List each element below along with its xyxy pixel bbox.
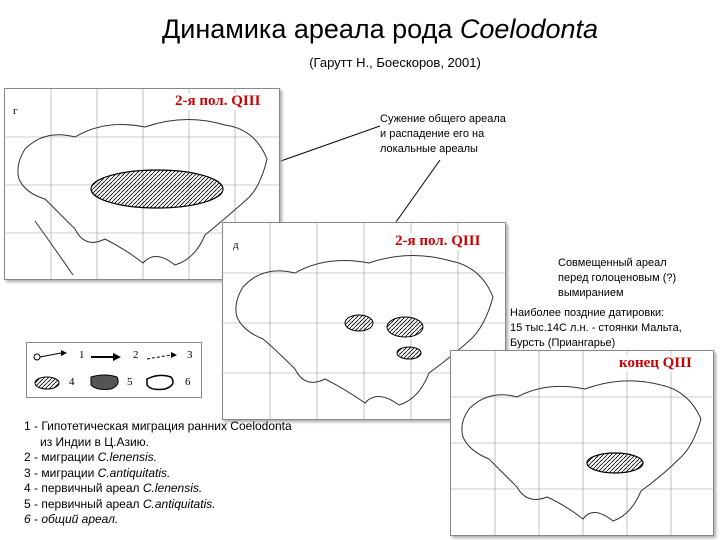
legend-item-1: 1 - Гипотетическая миграция ранних Coelo… xyxy=(24,419,292,433)
legend-item-4: 4 - первичный ареал C.lenensis. xyxy=(24,481,203,495)
legend-item-6: 6 - общий ареал. xyxy=(24,512,119,526)
legend-item-3: 3 - миграции C.antiquitatis. xyxy=(24,465,171,480)
legend-number-4: 4 xyxy=(69,376,75,388)
page-subtitle: (Гарутт Н., Боескоров, 2001) xyxy=(309,55,481,70)
legend-number-5: 5 xyxy=(127,376,133,388)
legend-item-1-cont: из Индии в Ц.Азию. xyxy=(40,434,149,449)
legend-symbol-3 xyxy=(146,352,177,360)
legend-symbol-5 xyxy=(90,374,119,390)
map-3-drawing xyxy=(451,351,713,535)
legend-symbol-6 xyxy=(146,374,174,391)
legend-number-1: 1 xyxy=(79,349,85,361)
map-3-label: конец QIII xyxy=(617,355,694,372)
legend-item-2: 2 - миграции C.lenensis. xyxy=(24,450,158,464)
legend-symbols: 1 2 3 4 5 6 xyxy=(26,342,202,398)
map-2-letter: д xyxy=(233,239,239,251)
note-dating: Наиболее поздние датировки:15 тыс.14С л.… xyxy=(510,307,682,349)
legend-number-6: 6 xyxy=(185,376,191,388)
legend-symbol-4 xyxy=(34,376,60,390)
legend-list: 1 - Гипотетическая миграция ранних Coelo… xyxy=(24,419,292,528)
legend-symbol-2 xyxy=(91,353,121,361)
legend-number-3: 3 xyxy=(187,349,193,361)
legend-symbol-drawing xyxy=(33,350,177,391)
map-1-letter: г xyxy=(13,105,18,117)
map-1-label: 2-я пол. QIII xyxy=(173,93,263,110)
legend-symbol-1 xyxy=(33,350,67,361)
page-title: Динамика ареала рода Coelodonta xyxy=(161,14,599,44)
map-3: конец QIII xyxy=(450,350,714,536)
map-2-label: 2-я пол. QIII xyxy=(393,233,483,250)
legend-number-2: 2 xyxy=(133,349,139,361)
legend-item-5: 5 - первичный ареал C.antiquitatis. xyxy=(24,496,216,511)
